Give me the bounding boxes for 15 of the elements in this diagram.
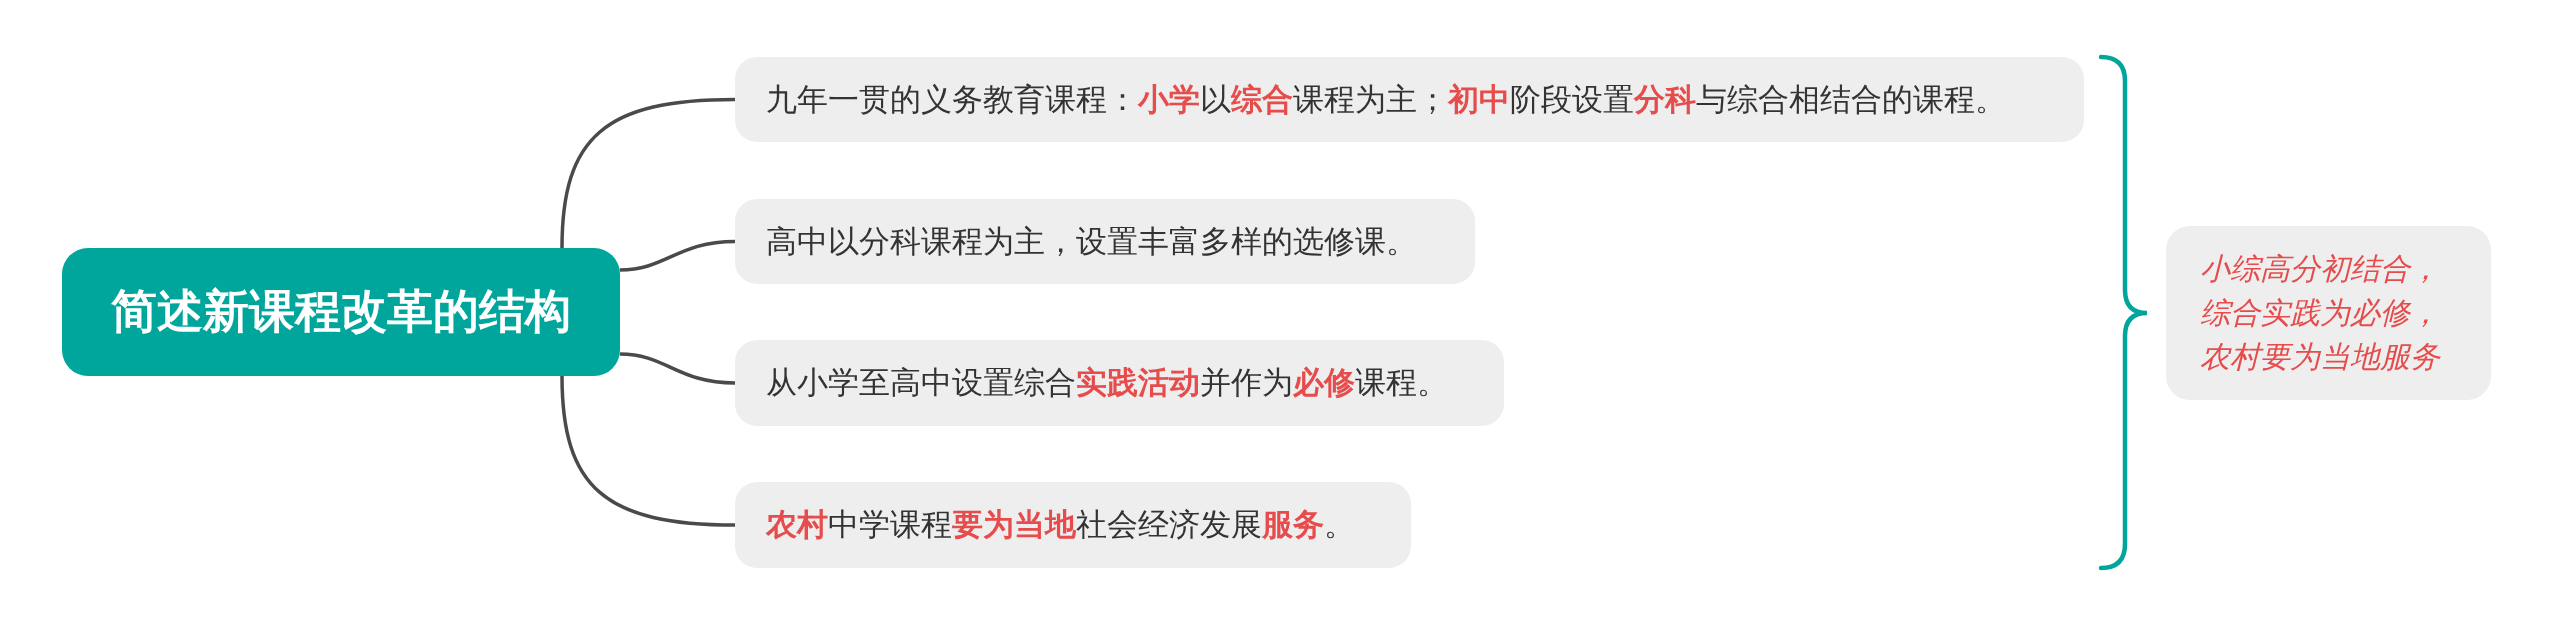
topic-text: 简述新课程改革的结构 [111,283,571,340]
summary-text: 小综高分初结合，综合实践为必修，农村要为当地服务 [2200,250,2442,376]
subtopic-text: 从小学至高中设置综合实践活动并作为必修课程。 [766,363,1448,402]
connector-line [619,352,736,385]
topic-box [62,248,620,376]
subtopic-box [735,199,1475,284]
subtopic-box [735,57,2084,142]
connector-line [560,375,736,527]
connector-line [560,97,736,249]
subtopic-box [735,482,1411,568]
subtopic-text: 农村中学课程要为当地社会经济发展服务。 [766,505,1355,544]
subtopic-box [735,340,1504,426]
subtopic-text: 高中以分科课程为主，设置丰富多样的选修课。 [766,221,1417,261]
connector-line [619,239,736,272]
subtopic-text: 九年一贯的义务教育课程：小学以综合课程为主；初中阶段设置分科与综合相结合的课程。 [766,79,2006,119]
